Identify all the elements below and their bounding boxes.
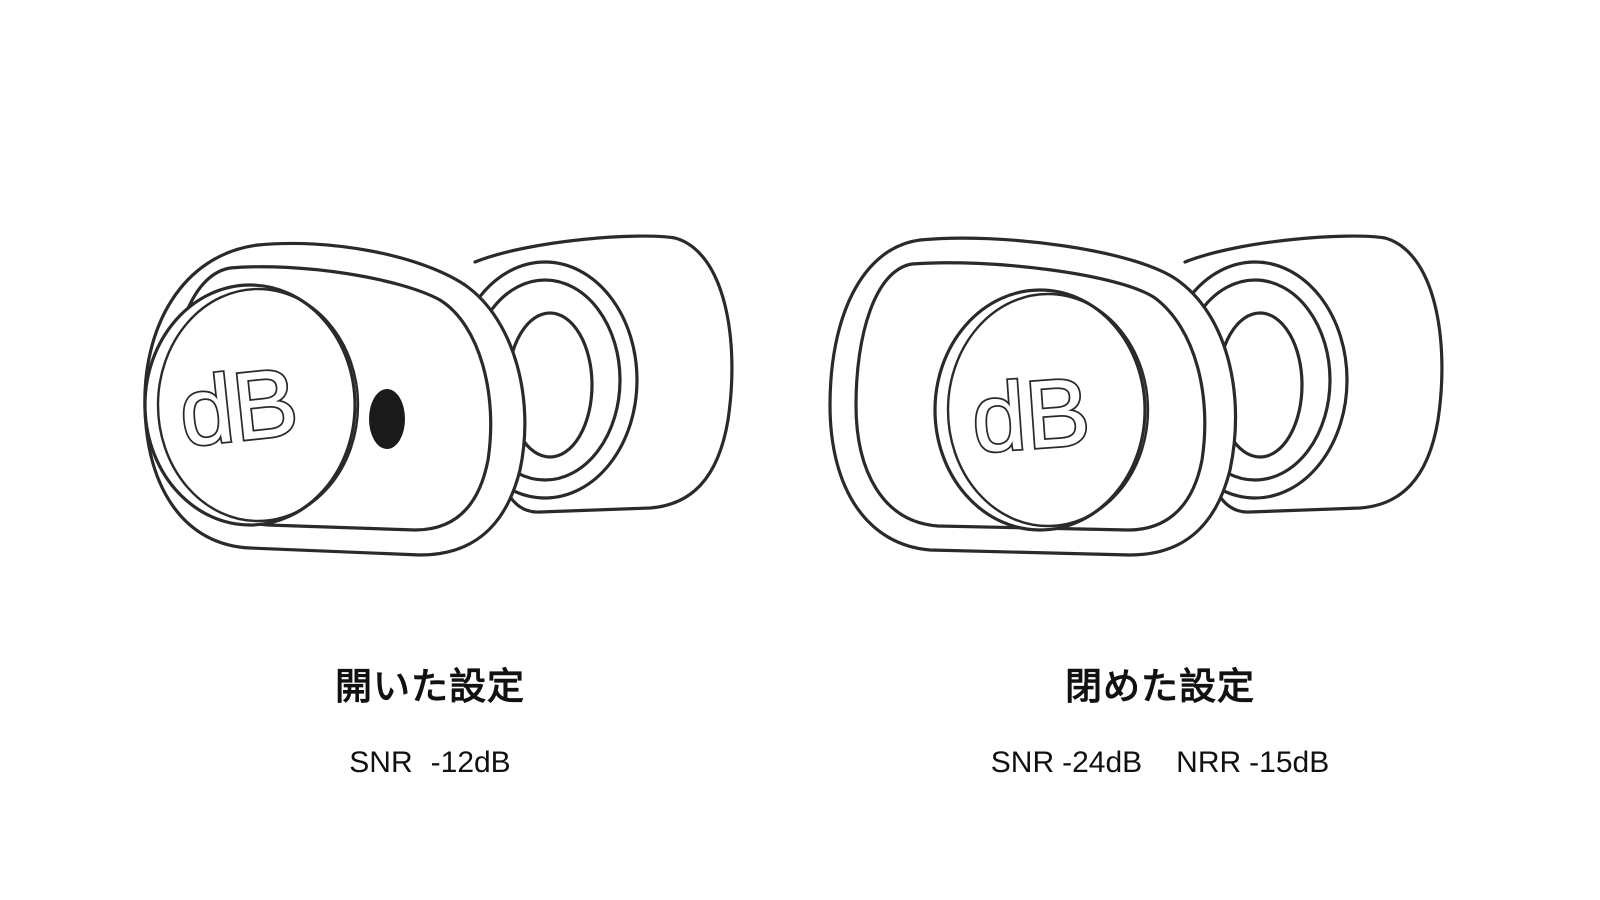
rating-label: SNR [349,746,413,779]
db-logo: dB [968,358,1093,473]
rating-snr: SNR -12dB [349,748,510,778]
closed-setting-ratings: SNR-24dB NRR-15dB [930,748,1390,778]
front-dial-edge [156,287,360,523]
rating-label: NRR [1176,746,1242,779]
open-setting-ratings: SNR -12dB [230,748,630,778]
rating-label: SNR [990,746,1055,779]
rating-snr: SNR-24dB [991,748,1142,778]
open-setting-title: 開いた設定 [335,665,525,708]
rating-value: -15dB [1249,746,1330,779]
ear-tip-outline [473,234,734,514]
rating-nrr: NRR-15dB [1176,748,1329,778]
vent-hole [369,389,405,449]
front-dial [933,288,1147,532]
ear-tip-outline [1183,234,1444,514]
db-logo: dB [174,348,302,467]
front-dial-edge [946,292,1150,528]
earplug-open-illustration: dB [0,0,800,620]
housing-inner-rim [854,261,1207,532]
rating-value: -12dB [430,746,511,779]
earplug-closed-illustration: dB [800,0,1600,620]
front-dial [143,283,357,527]
rating-value: -24dB [1062,746,1143,779]
earplug-open-drawing: dB [143,234,734,557]
closed-setting-title: 閉めた設定 [1065,665,1255,708]
earplug-closed-drawing: dB [828,234,1444,557]
